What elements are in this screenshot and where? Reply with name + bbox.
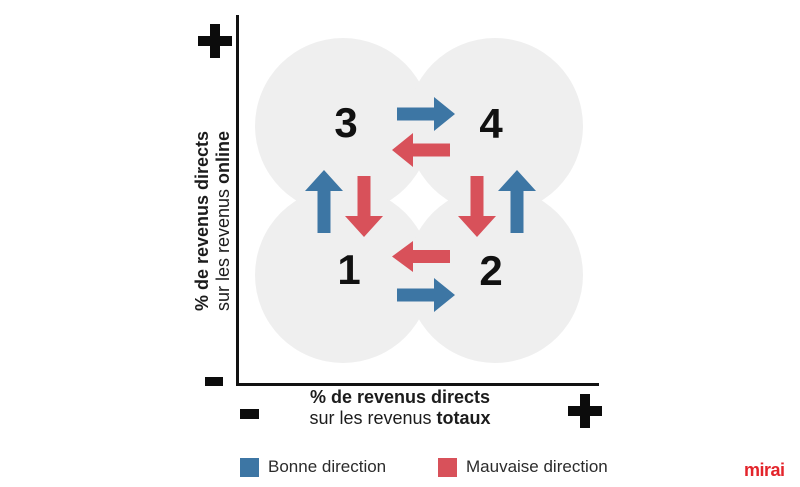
plus-icon bbox=[568, 394, 602, 428]
y-axis-label-line2: sur les revenus online bbox=[213, 130, 233, 312]
x-axis-line bbox=[236, 383, 599, 386]
arrow-1-to-2 bbox=[397, 278, 455, 312]
minus-icon bbox=[205, 377, 223, 386]
y-axis-line bbox=[236, 15, 239, 386]
arrow-3-to-1 bbox=[345, 176, 383, 237]
plus-icon bbox=[198, 24, 232, 58]
legend-item-mauvaise-direction: Mauvaise direction bbox=[438, 457, 608, 477]
mirai-logo: mirai bbox=[744, 460, 785, 480]
arrow-4-to-3 bbox=[392, 133, 450, 167]
arrow-4-to-2 bbox=[458, 176, 496, 237]
legend-swatch-red bbox=[438, 457, 457, 477]
quadrant-label-2: 2 bbox=[479, 247, 503, 294]
x-axis-label-line1: % de revenus directs bbox=[309, 387, 491, 407]
legend-label-mauvaise: Mauvaise direction bbox=[466, 457, 608, 476]
quadrant-label-3: 3 bbox=[334, 99, 358, 146]
minus-icon bbox=[240, 409, 259, 419]
legend-swatch-blue bbox=[240, 457, 259, 477]
arrow-2-to-1 bbox=[392, 241, 450, 272]
quadrant-circle-3 bbox=[255, 38, 431, 214]
arrow-2-to-4 bbox=[498, 170, 536, 233]
quadrant-label-1: 1 bbox=[337, 246, 361, 293]
y-axis-label-line1: % de revenus directs bbox=[192, 130, 212, 312]
quadrant-circle-1 bbox=[255, 187, 431, 363]
arrow-3-to-4 bbox=[397, 97, 455, 131]
x-axis-label: % de revenus directs sur les revenus tot… bbox=[250, 387, 550, 429]
y-axis-label: % de revenus directs sur les revenus onl… bbox=[192, 106, 234, 336]
arrow-1-to-3 bbox=[305, 170, 343, 233]
legend-label-bonne: Bonne direction bbox=[268, 457, 387, 476]
x-axis-label-line2: sur les revenus totaux bbox=[309, 408, 491, 428]
quadrant-label-4: 4 bbox=[479, 100, 503, 147]
legend-item-bonne-direction: Bonne direction bbox=[240, 457, 386, 477]
